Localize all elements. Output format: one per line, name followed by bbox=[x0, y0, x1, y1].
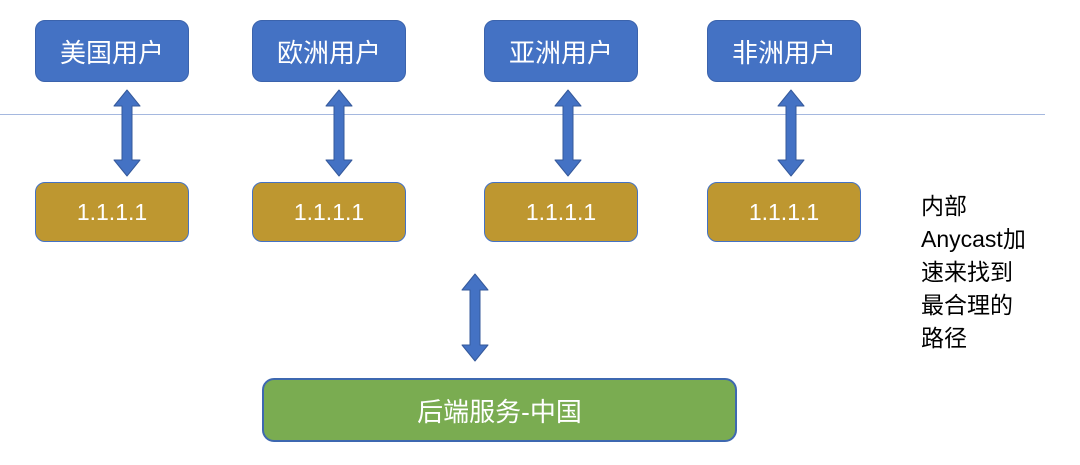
bidirectional-arrow-europe-icon bbox=[325, 89, 353, 177]
user-box-africa: 非洲用户 bbox=[707, 20, 861, 82]
backend-service-box: 后端服务-中国 bbox=[262, 378, 737, 442]
bidirectional-arrow-africa-icon bbox=[777, 89, 805, 177]
anycast-node-box-1: 1.1.1.1 bbox=[35, 182, 189, 242]
annotation-text: 内部 Anycast加 速来找到 最合理的 路径 bbox=[921, 190, 1080, 355]
anycast-node-box-4: 1.1.1.1 bbox=[707, 182, 861, 242]
bidirectional-arrow-backend-icon bbox=[461, 273, 489, 362]
anycast-node-box-2: 1.1.1.1 bbox=[252, 182, 406, 242]
anycast-node-box-3: 1.1.1.1 bbox=[484, 182, 638, 242]
annotation-line: 内部 bbox=[921, 193, 967, 219]
user-box-europe: 欧洲用户 bbox=[252, 20, 406, 82]
annotation-line: 速来找到 bbox=[921, 259, 1013, 285]
divider-line bbox=[0, 114, 1045, 115]
user-box-asia: 亚洲用户 bbox=[484, 20, 638, 82]
annotation-line: Anycast加 bbox=[921, 226, 1026, 252]
annotation-line: 最合理的 bbox=[921, 292, 1013, 318]
user-box-us: 美国用户 bbox=[35, 20, 189, 82]
bidirectional-arrow-us-icon bbox=[113, 89, 141, 177]
bidirectional-arrow-asia-icon bbox=[554, 89, 582, 177]
annotation-line: 路径 bbox=[921, 325, 967, 351]
